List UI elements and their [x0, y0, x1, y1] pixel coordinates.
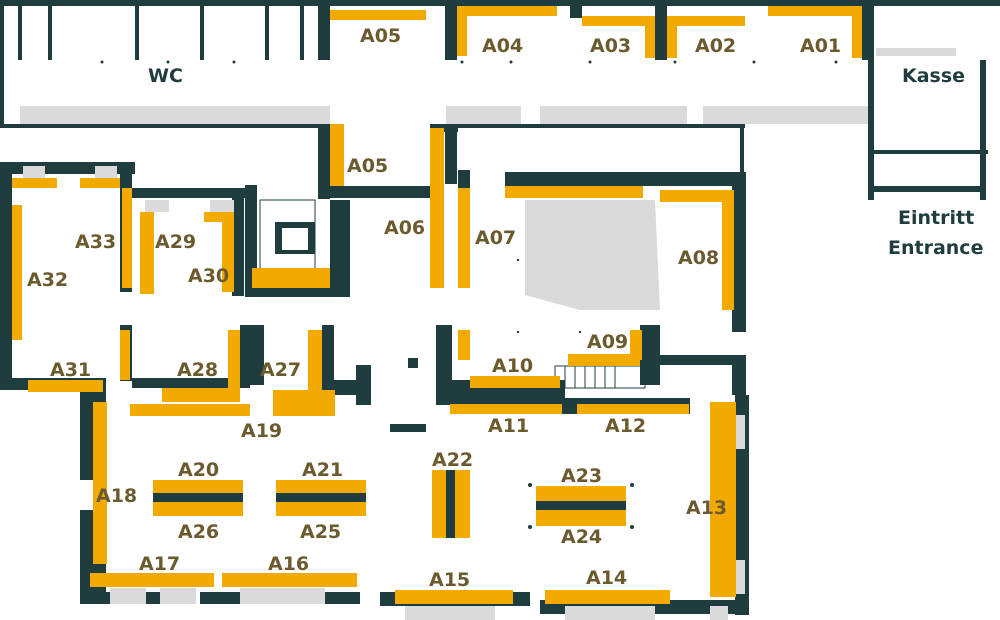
booth-A29[interactable] [140, 212, 154, 294]
light-panels [20, 48, 956, 620]
label-A08: A08 [678, 247, 719, 269]
label-A09: A09 [587, 331, 628, 353]
booth-A13[interactable] [710, 402, 736, 597]
label-A10: A10 [492, 355, 533, 377]
label-A16: A16 [268, 553, 309, 575]
booth-A10[interactable] [470, 376, 560, 388]
label-A28: A28 [177, 359, 218, 381]
booth-A15[interactable] [395, 590, 513, 604]
booth-A19[interactable] [130, 404, 250, 416]
label-wc: WC [148, 65, 183, 87]
booth-A28[interactable] [162, 388, 240, 402]
booths [12, 6, 862, 604]
label-A18: A18 [96, 485, 137, 507]
label-A05-side: A05 [347, 155, 388, 177]
label-A32: A32 [27, 269, 68, 291]
booth-A33[interactable] [12, 178, 57, 188]
label-A25: A25 [300, 521, 341, 543]
label-eintritt: Eintritt [898, 207, 974, 229]
booth-dividers [153, 470, 626, 538]
booth-A31[interactable] [28, 380, 103, 392]
label-A29: A29 [155, 231, 196, 253]
label-entrance: Entrance [888, 237, 983, 259]
booth-A18[interactable] [93, 402, 107, 564]
label-A04: A04 [482, 35, 523, 57]
label-A07: A07 [475, 227, 516, 249]
label-A27: A27 [260, 359, 301, 381]
booth-A11[interactable] [450, 404, 562, 414]
booth-A06[interactable] [430, 128, 444, 288]
label-A11: A11 [488, 415, 529, 437]
booth-A05-side[interactable] [330, 124, 344, 186]
booth-A16[interactable] [222, 573, 357, 587]
booth-A30[interactable] [204, 212, 234, 222]
label-A31: A31 [50, 359, 91, 381]
booth-A03[interactable] [582, 16, 655, 26]
label-A24: A24 [561, 526, 602, 548]
booth-A27[interactable] [273, 390, 335, 404]
booth-A01[interactable] [768, 6, 862, 16]
label-A01: A01 [800, 35, 841, 57]
label-A15: A15 [429, 569, 470, 591]
booth-A17[interactable] [90, 573, 214, 587]
label-A03: A03 [590, 35, 631, 57]
booth-A08[interactable] [505, 186, 643, 198]
label-A12: A12 [605, 415, 646, 437]
label-A26: A26 [178, 521, 219, 543]
label-A33: A33 [75, 231, 116, 253]
booth-A04[interactable] [457, 6, 557, 16]
booth-A32[interactable] [12, 205, 22, 340]
label-A17: A17 [139, 553, 180, 575]
label-A13: A13 [686, 497, 727, 519]
label-A22: A22 [432, 449, 473, 471]
label-A05-top: A05 [360, 25, 401, 47]
label-A23: A23 [561, 465, 602, 487]
label-kasse: Kasse [902, 65, 965, 87]
booth-A09[interactable] [568, 354, 640, 366]
label-A30: A30 [188, 265, 229, 287]
label-A21: A21 [302, 459, 343, 481]
booth-A05-top[interactable] [330, 10, 426, 20]
label-A19: A19 [241, 420, 282, 442]
markers [100, 60, 838, 529]
booth-A12[interactable] [577, 404, 689, 414]
label-A20: A20 [178, 459, 219, 481]
label-A02: A02 [695, 35, 736, 57]
booth-A02[interactable] [667, 16, 745, 26]
booth-A14[interactable] [545, 590, 670, 604]
label-A06: A06 [384, 217, 425, 239]
labels: WC Kasse Eintritt Entrance A01 A02 A03 A… [27, 25, 983, 591]
label-A14: A14 [586, 567, 627, 589]
booth-A07[interactable] [458, 188, 470, 288]
